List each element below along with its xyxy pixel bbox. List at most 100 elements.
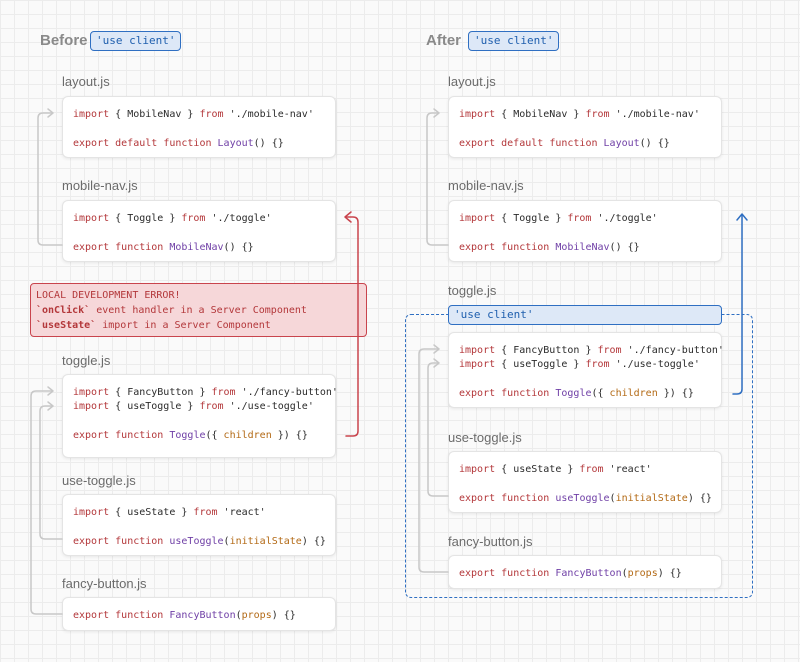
keyword: export (73, 242, 110, 253)
arrowhead (344, 211, 352, 223)
local-development-error: LOCAL DEVELOPMENT ERROR! `onClick` event… (30, 283, 367, 337)
code-line: export function Toggle({ children }) {} (459, 387, 694, 400)
code-string: './mobile-nav' (229, 109, 314, 120)
code-line: import { Toggle } from './toggle' (73, 212, 272, 225)
code-text: { (495, 213, 514, 224)
code-text: ) {} (301, 536, 326, 547)
code-text: } (549, 213, 568, 224)
function-name: useToggle (555, 493, 610, 504)
keyword: from (199, 109, 224, 120)
function-name: useToggle (169, 536, 224, 547)
arrow-after-toggle-to-fancy-button (418, 348, 449, 573)
code-text: ({ (205, 430, 224, 441)
keyword: export (73, 536, 110, 547)
keyword: import (459, 464, 496, 475)
code-text: } (567, 109, 586, 120)
keyword: export (73, 430, 110, 441)
code-text: FancyButton (127, 387, 194, 398)
code-line: export default function Layout() {} (459, 137, 670, 150)
code-text: MobileNav (127, 109, 182, 120)
argument: children (609, 388, 658, 399)
code-text: }) {} (657, 388, 694, 399)
after-fancy-button-card: export function FancyButton(props) {} (448, 555, 722, 589)
code-line: import { useState } from 'react' (459, 463, 652, 476)
after-toggle-filename: toggle.js (448, 283, 497, 298)
code-text: useState (513, 464, 562, 475)
code-line: import { Toggle } from './toggle' (459, 212, 658, 225)
code-text: useToggle (127, 401, 182, 412)
function-name: Layout (217, 138, 254, 149)
error-title: LOCAL DEVELOPMENT ERROR! (36, 290, 181, 301)
code-text: FancyButton (513, 345, 580, 356)
code-text: } (561, 464, 580, 475)
code-line: import { FancyButton } from './fancy-but… (459, 344, 724, 357)
code-line: export default function Layout() {} (73, 137, 284, 150)
keyword: export (459, 493, 496, 504)
code-line: export function useToggle(initialState) … (73, 535, 326, 548)
function-name: Toggle (169, 430, 206, 441)
keyword: function (549, 138, 598, 149)
code-text: ( (609, 493, 616, 504)
after-layout-filename: layout.js (448, 74, 496, 89)
error-line: `onClick` event handler in a Server Comp… (36, 303, 361, 318)
before-fancy-button-filename: fancy-button.js (62, 576, 147, 591)
code-line: export function MobileNav() {} (73, 241, 254, 254)
keyword: function (163, 138, 212, 149)
argument: initialState (229, 536, 302, 547)
code-text: { (109, 401, 128, 412)
code-text: { (495, 359, 514, 370)
code-line: import { MobileNav } from './mobile-nav' (73, 108, 314, 121)
argument: props (627, 568, 658, 579)
after-heading: After (426, 32, 462, 49)
code-text: Toggle (127, 213, 164, 224)
code-string: './fancy-button' (241, 387, 338, 398)
code-string: './use-toggle' (229, 401, 314, 412)
code-string: './toggle' (597, 213, 658, 224)
code-line: import { MobileNav } from './mobile-nav' (459, 108, 700, 121)
before-fancy-button-card: export function FancyButton(props) {} (62, 597, 336, 631)
code-text: { (495, 464, 514, 475)
arrowhead (47, 108, 54, 118)
code-line: import { useState } from 'react' (73, 506, 266, 519)
function-name: FancyButton (169, 610, 236, 621)
arrowhead (736, 213, 748, 221)
code-text: useToggle (513, 359, 568, 370)
code-text: MobileNav (513, 109, 568, 120)
arrow-after-toggle-to-mobile-nav (732, 214, 743, 395)
before-mobile-nav-card: import { Toggle } from './toggle' export… (62, 200, 336, 262)
arrowhead (433, 358, 440, 368)
keyword: from (597, 345, 622, 356)
keyword: from (585, 359, 610, 370)
code-text: useState (127, 507, 176, 518)
keyword: function (115, 610, 164, 621)
function-name: Toggle (555, 388, 592, 399)
keyword: function (115, 536, 164, 547)
code-text: { (109, 213, 128, 224)
keyword: import (73, 507, 110, 518)
code-text: { (109, 387, 128, 398)
function-name: MobileNav (555, 242, 610, 253)
function-name: Layout (603, 138, 640, 149)
code-text: () {} (639, 138, 670, 149)
after-boundary-use-client-pill: 'use client' (448, 305, 722, 325)
code-text: { (109, 507, 128, 518)
arrowhead (433, 108, 440, 118)
function-name: FancyButton (555, 568, 622, 579)
keyword: import (73, 387, 110, 398)
code-text: } (181, 401, 200, 412)
code-text: { (495, 345, 514, 356)
error-code: `onClick` (36, 305, 91, 316)
code-line: export function FancyButton(props) {} (73, 609, 296, 622)
code-text: () {} (609, 242, 640, 253)
keyword: export default (459, 138, 544, 149)
keyword: function (501, 242, 550, 253)
arrow-after-toggle-to-use-toggle (427, 362, 449, 497)
keyword: from (211, 387, 236, 398)
keyword: function (501, 388, 550, 399)
code-text: () {} (253, 138, 284, 149)
keyword: import (73, 401, 110, 412)
keyword: import (73, 109, 110, 120)
keyword: import (459, 359, 496, 370)
code-text: ({ (591, 388, 610, 399)
